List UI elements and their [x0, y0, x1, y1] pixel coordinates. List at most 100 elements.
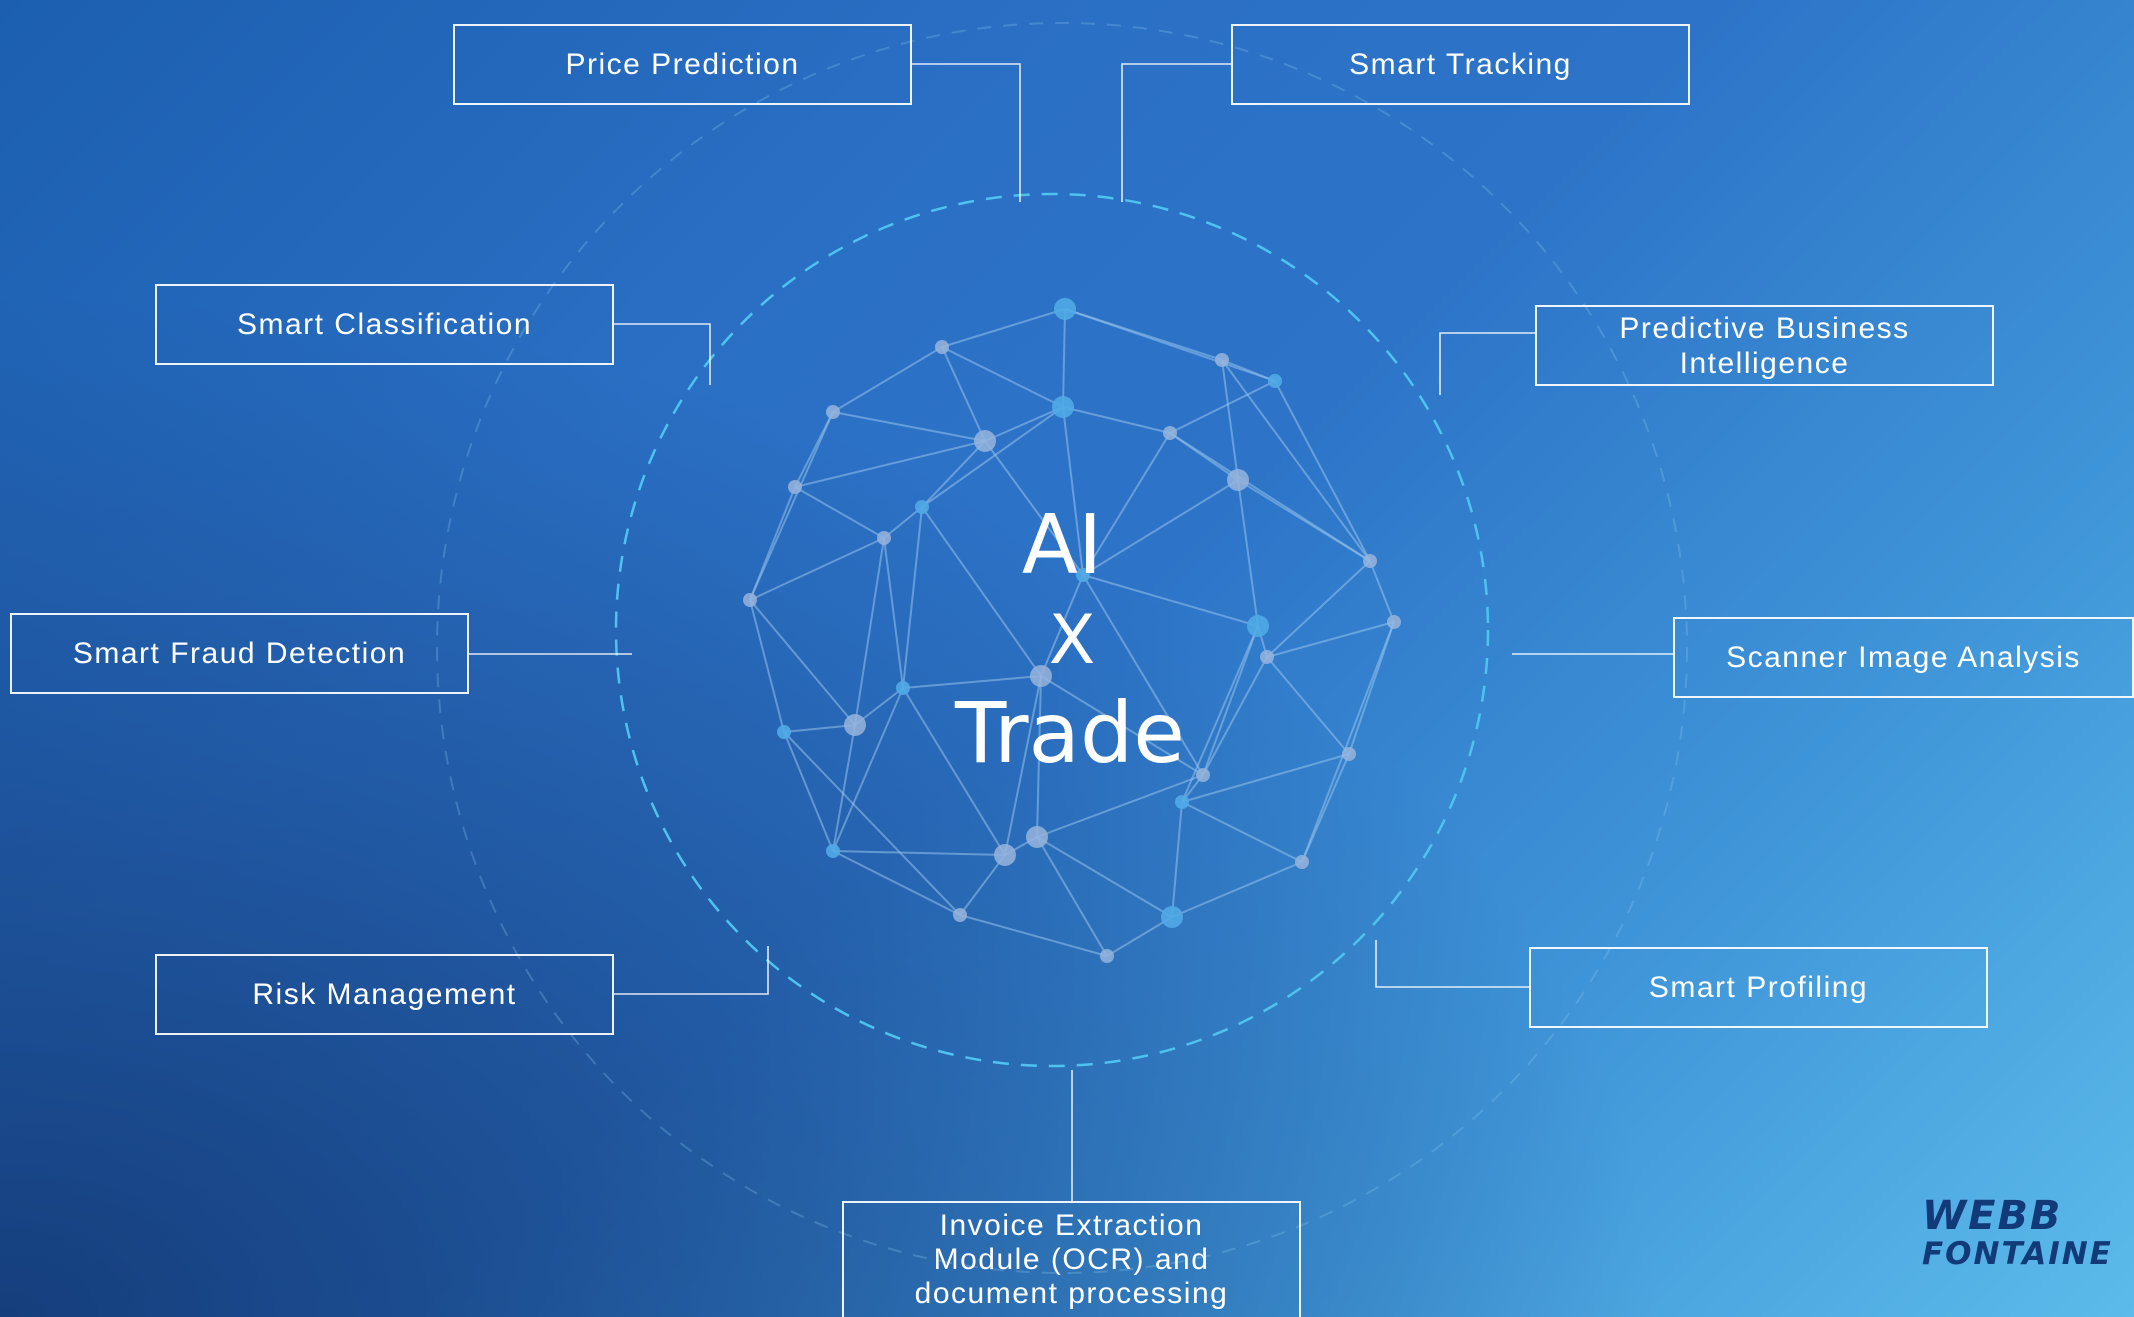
- node-scanner-image-analysis[interactable]: Scanner Image Analysis: [1673, 617, 2134, 698]
- node-risk-management[interactable]: Risk Management: [155, 954, 614, 1035]
- network-edge: [1181, 801, 1303, 863]
- connector-price-prediction: [912, 63, 1021, 202]
- connector-lines: [469, 63, 1673, 1201]
- network-edge: [783, 731, 961, 916]
- network-edge: [1274, 380, 1371, 562]
- outer-ring: [436, 22, 1688, 1274]
- node-predictive-bi[interactable]: Predictive Business Intelligence: [1535, 305, 1994, 386]
- connector-risk-management: [614, 946, 769, 995]
- network-node: [1215, 353, 1229, 367]
- network-edge: [794, 440, 986, 488]
- network-edge: [941, 346, 1064, 408]
- network-edge: [1036, 774, 1204, 838]
- network-node: [1268, 374, 1282, 388]
- network-edge: [1004, 675, 1042, 856]
- inner-ring: [614, 192, 1490, 1068]
- network-edge: [959, 914, 1108, 957]
- network-edge: [1171, 801, 1183, 918]
- network-node: [1026, 826, 1048, 848]
- network-edge: [1237, 479, 1371, 562]
- network-edge: [902, 675, 1042, 689]
- network-node: [1054, 298, 1076, 320]
- node-smart-profiling[interactable]: Smart Profiling: [1529, 947, 1988, 1028]
- network-node: [994, 844, 1016, 866]
- node-smart-tracking[interactable]: Smart Tracking: [1231, 24, 1690, 105]
- network-edge: [1369, 560, 1395, 623]
- network-node: [1196, 768, 1210, 782]
- network-edge: [1266, 656, 1350, 755]
- network-edge: [832, 346, 943, 413]
- center-label-x: X: [1048, 601, 1096, 680]
- node-smart-fraud-detection[interactable]: Smart Fraud Detection: [10, 613, 469, 694]
- network-edge: [1221, 359, 1276, 382]
- network-edge: [749, 599, 856, 726]
- network-node: [844, 714, 866, 736]
- network-edge: [1221, 359, 1239, 481]
- network-edge: [984, 406, 1064, 442]
- network-node: [826, 844, 840, 858]
- network-node: [743, 593, 757, 607]
- network-edge: [832, 411, 986, 442]
- network-edge: [783, 724, 856, 733]
- network-node: [1161, 906, 1183, 928]
- network-edge: [921, 440, 986, 508]
- network-sphere: [743, 298, 1401, 963]
- network-edge: [1237, 479, 1259, 627]
- network-edge: [921, 506, 1042, 677]
- network-node: [1363, 554, 1377, 568]
- center-label-trade: Trade: [955, 684, 1185, 782]
- network-edge: [1082, 574, 1204, 776]
- network-node: [777, 725, 791, 739]
- network-edge: [1266, 560, 1371, 658]
- network-edge: [749, 599, 785, 733]
- network-edge: [749, 411, 834, 601]
- connector-smart-classification: [614, 323, 711, 385]
- network-edge: [1169, 380, 1276, 434]
- network-edge: [984, 440, 1084, 576]
- node-price-prediction[interactable]: Price Prediction: [453, 24, 912, 105]
- network-edge: [1301, 753, 1350, 863]
- network-node: [1247, 615, 1269, 637]
- connector-smart-tracking: [1121, 63, 1231, 202]
- logo-line-1: WEBB: [1922, 1193, 2063, 1239]
- network-edge: [1106, 916, 1173, 957]
- network-edge: [832, 687, 904, 852]
- network-edge: [854, 537, 885, 726]
- network-edge: [1301, 621, 1395, 863]
- network-edge: [1202, 625, 1259, 776]
- network-edge: [832, 724, 856, 852]
- network-edge: [1040, 574, 1084, 677]
- network-edge: [1062, 308, 1066, 408]
- network-node: [1100, 949, 1114, 963]
- network-node: [1163, 426, 1177, 440]
- network-node: [1052, 396, 1074, 418]
- network-edge: [1202, 656, 1268, 776]
- network-node: [1030, 665, 1052, 687]
- connector-smart-profiling: [1375, 940, 1529, 988]
- network-edge: [1036, 675, 1042, 838]
- network-edge: [832, 850, 1006, 856]
- center-label-ai: AI: [1021, 498, 1103, 593]
- network-node: [935, 340, 949, 354]
- network-node: [1342, 747, 1356, 761]
- network-edge: [1221, 359, 1371, 562]
- network-edge: [794, 486, 885, 539]
- network-edge: [1082, 432, 1171, 576]
- network-edge: [783, 731, 834, 852]
- node-invoice-extraction[interactable]: Invoice Extraction Module (OCR) and docu…: [842, 1201, 1301, 1317]
- network-edge: [1040, 675, 1204, 776]
- network-node: [1295, 855, 1309, 869]
- network-node: [915, 500, 929, 514]
- node-smart-classification[interactable]: Smart Classification: [155, 284, 614, 365]
- logo-line-2: FONTAINE: [1922, 1236, 2113, 1272]
- network-node: [1175, 795, 1189, 809]
- network-edge: [921, 406, 1064, 508]
- network-edge: [941, 346, 986, 442]
- connector-predictive-bi: [1439, 332, 1535, 395]
- network-node: [826, 405, 840, 419]
- network-edge: [902, 687, 1006, 856]
- network-edge: [883, 537, 904, 689]
- network-edge: [1082, 479, 1239, 576]
- network-edge: [1181, 753, 1350, 803]
